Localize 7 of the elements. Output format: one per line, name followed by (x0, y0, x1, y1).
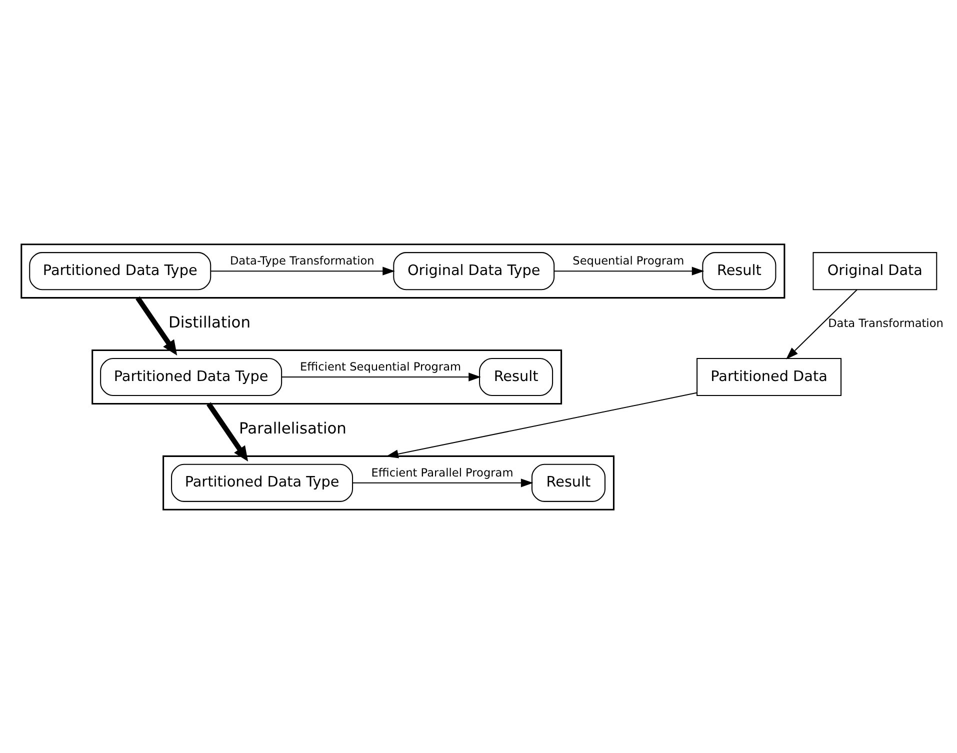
edge-label: Data-Type Transformation (230, 254, 374, 268)
edge-label: Parallelisation (239, 419, 346, 438)
edge-label: Efficient Sequential Program (300, 360, 462, 374)
edge-label: Sequential Program (572, 254, 684, 268)
edge-label: Distillation (168, 313, 250, 332)
edge-label: Data Transformation (828, 316, 944, 330)
edge-label: Efficient Parallel Program (371, 466, 514, 480)
